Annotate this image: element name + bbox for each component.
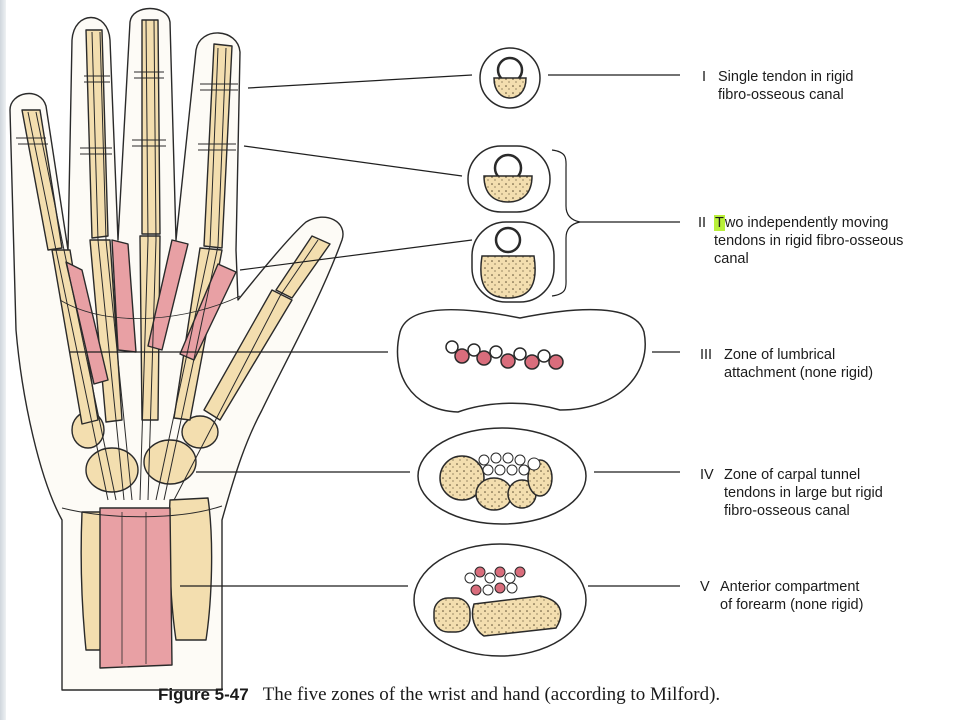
wrist-crease [61,505,223,518]
zone-2-highlight: T [714,215,725,231]
zone-3-cross-section [396,308,646,413]
zone-4-numeral: IV [700,467,714,483]
zone-3-label: III Zone of lumbrical attachment (none rig… [700,346,873,382]
flexor-tendons [27,19,319,501]
zone-1-line-2: fibro-osseous canal [718,87,844,103]
lumbrical-tendon-groups [445,340,564,370]
middle-finger-phalanges [141,19,161,235]
lumbrical-muscle [65,261,109,385]
zone-4-line-3: fibro-osseous canal [724,503,850,519]
page-edge-shadow [0,0,6,720]
zone-4-cross-section [417,427,587,525]
finger-crease-lines [16,71,238,155]
zone-4-line-1: Zone of carpal tunnel [724,467,861,483]
figure-number: Figure 5-47 [158,685,249,704]
forearm-muscle [99,507,173,669]
carpal-tunnel-tendons [478,452,541,476]
zone-2b-cross-section [471,221,555,303]
zone-2-numeral: II [698,215,707,231]
zone-2-leader-b [239,239,473,271]
zone-3-line-1: Zone of lumbrical [724,347,836,363]
zone-5-line-2: of forearm (none rigid) [720,597,864,613]
figure-caption: Figure 5-47 The five zones of the wrist a… [158,684,720,706]
zone-5-label: V Anterior compartment of forearm (none ri… [700,578,863,614]
zone-2-line-1: wo independently moving [724,215,889,231]
zone-1-leader [247,74,473,89]
zone-5-cross-section [413,543,587,657]
figure-caption-text: The five zones of the wrist and hand (ac… [262,684,721,705]
zone-4-line-2: tendons in large but rigid [724,485,883,501]
zone-1-label: I Single tendon in rigid fibro-osseous can… [702,68,853,104]
zone-2a-cross-section [467,145,551,213]
zone-5-line-1: Anterior compartment [720,579,860,595]
carpal-bone [143,439,197,485]
zone-1-cross-section [479,47,541,109]
hand-illustration [9,7,344,691]
zone-2-leader-a [243,145,463,177]
zone-3-line-2: attachment (none rigid) [724,365,874,381]
lumbrical-muscle [147,239,189,351]
zone-1-numeral: I [702,69,707,85]
index-finger-phalanges [203,43,233,249]
zone-4-label: IV Zone of carpal tunnel tendons in large … [700,466,883,520]
radius-bone [168,497,213,641]
zone-2-line-2: tendons in rigid fibro-osseous [714,233,904,249]
forearm-tendon-groups [464,566,526,596]
thumb-metacarpal [203,289,293,421]
zone-2-line-3: canal [714,251,749,267]
zone-2-label: II Two independently moving tendons in rig… [698,214,903,268]
zone-5-numeral: V [700,579,710,595]
leader-lines [70,74,680,587]
zone-2-bracket [551,149,581,297]
zone-3-numeral: III [700,347,713,363]
carpal-bone [181,415,219,449]
zone-1-line-1: Single tendon in rigid [718,69,854,85]
